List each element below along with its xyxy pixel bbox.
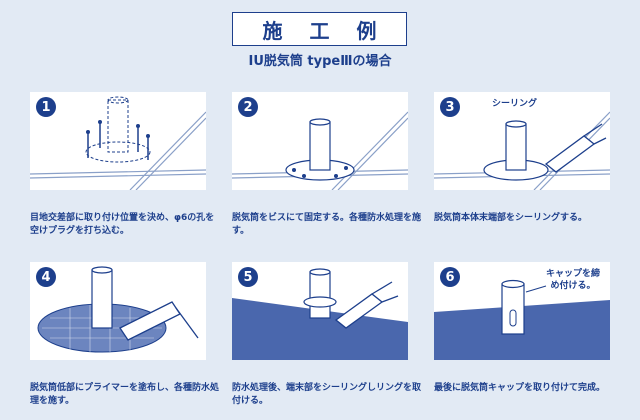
step-3-panel: 3 シーリング bbox=[434, 92, 610, 190]
step-6-note: キャップを締め付ける。 bbox=[545, 269, 600, 291]
step-3-number: 3 bbox=[440, 97, 460, 117]
step-6-number: 6 bbox=[440, 267, 460, 287]
step-3-note: シーリング bbox=[492, 99, 538, 109]
step-1-caption: 目地交差部に取り付け位置を決め、φ6の孔を空けプラグを打ち込む。 bbox=[30, 213, 215, 236]
step-2-panel: 2 bbox=[232, 92, 408, 190]
page-subtitle: IU脱気筒 typeⅢの場合 bbox=[248, 54, 392, 69]
step-2-caption: 脱気筒をビスにて固定する。各種防水処理を施す。 bbox=[232, 213, 422, 236]
step-2-illustration bbox=[232, 111, 408, 190]
step-1-number: 1 bbox=[36, 97, 56, 117]
step-4-illustration bbox=[37, 266, 199, 353]
step-5-illustration bbox=[232, 268, 408, 360]
step-1-illustration bbox=[30, 96, 206, 190]
page-title: 施 工 例 bbox=[232, 12, 407, 46]
step-3-illustration bbox=[434, 111, 610, 190]
step-4-panel: 4 bbox=[30, 262, 206, 360]
step-6-panel: 6 キャップを締め付ける。 bbox=[434, 262, 610, 360]
step-6-caption: 最後に脱気筒キャップを取り付けて完成。 bbox=[434, 383, 606, 393]
step-1-panel: 1 bbox=[30, 92, 206, 190]
step-3-caption: 脱気筒本体末端部をシーリングする。 bbox=[434, 213, 588, 223]
step-4-number: 4 bbox=[36, 267, 56, 287]
step-4-caption: 脱気筒低部にプライマーを塗布し、各種防水処理を施す。 bbox=[30, 383, 220, 406]
step-5-panel: 5 bbox=[232, 262, 408, 360]
step-6-illustration bbox=[434, 279, 610, 360]
step-5-number: 5 bbox=[238, 267, 258, 287]
step-5-caption: 防水処理後、端末部をシーリングしリングを取付ける。 bbox=[232, 383, 422, 406]
step-2-number: 2 bbox=[238, 97, 258, 117]
